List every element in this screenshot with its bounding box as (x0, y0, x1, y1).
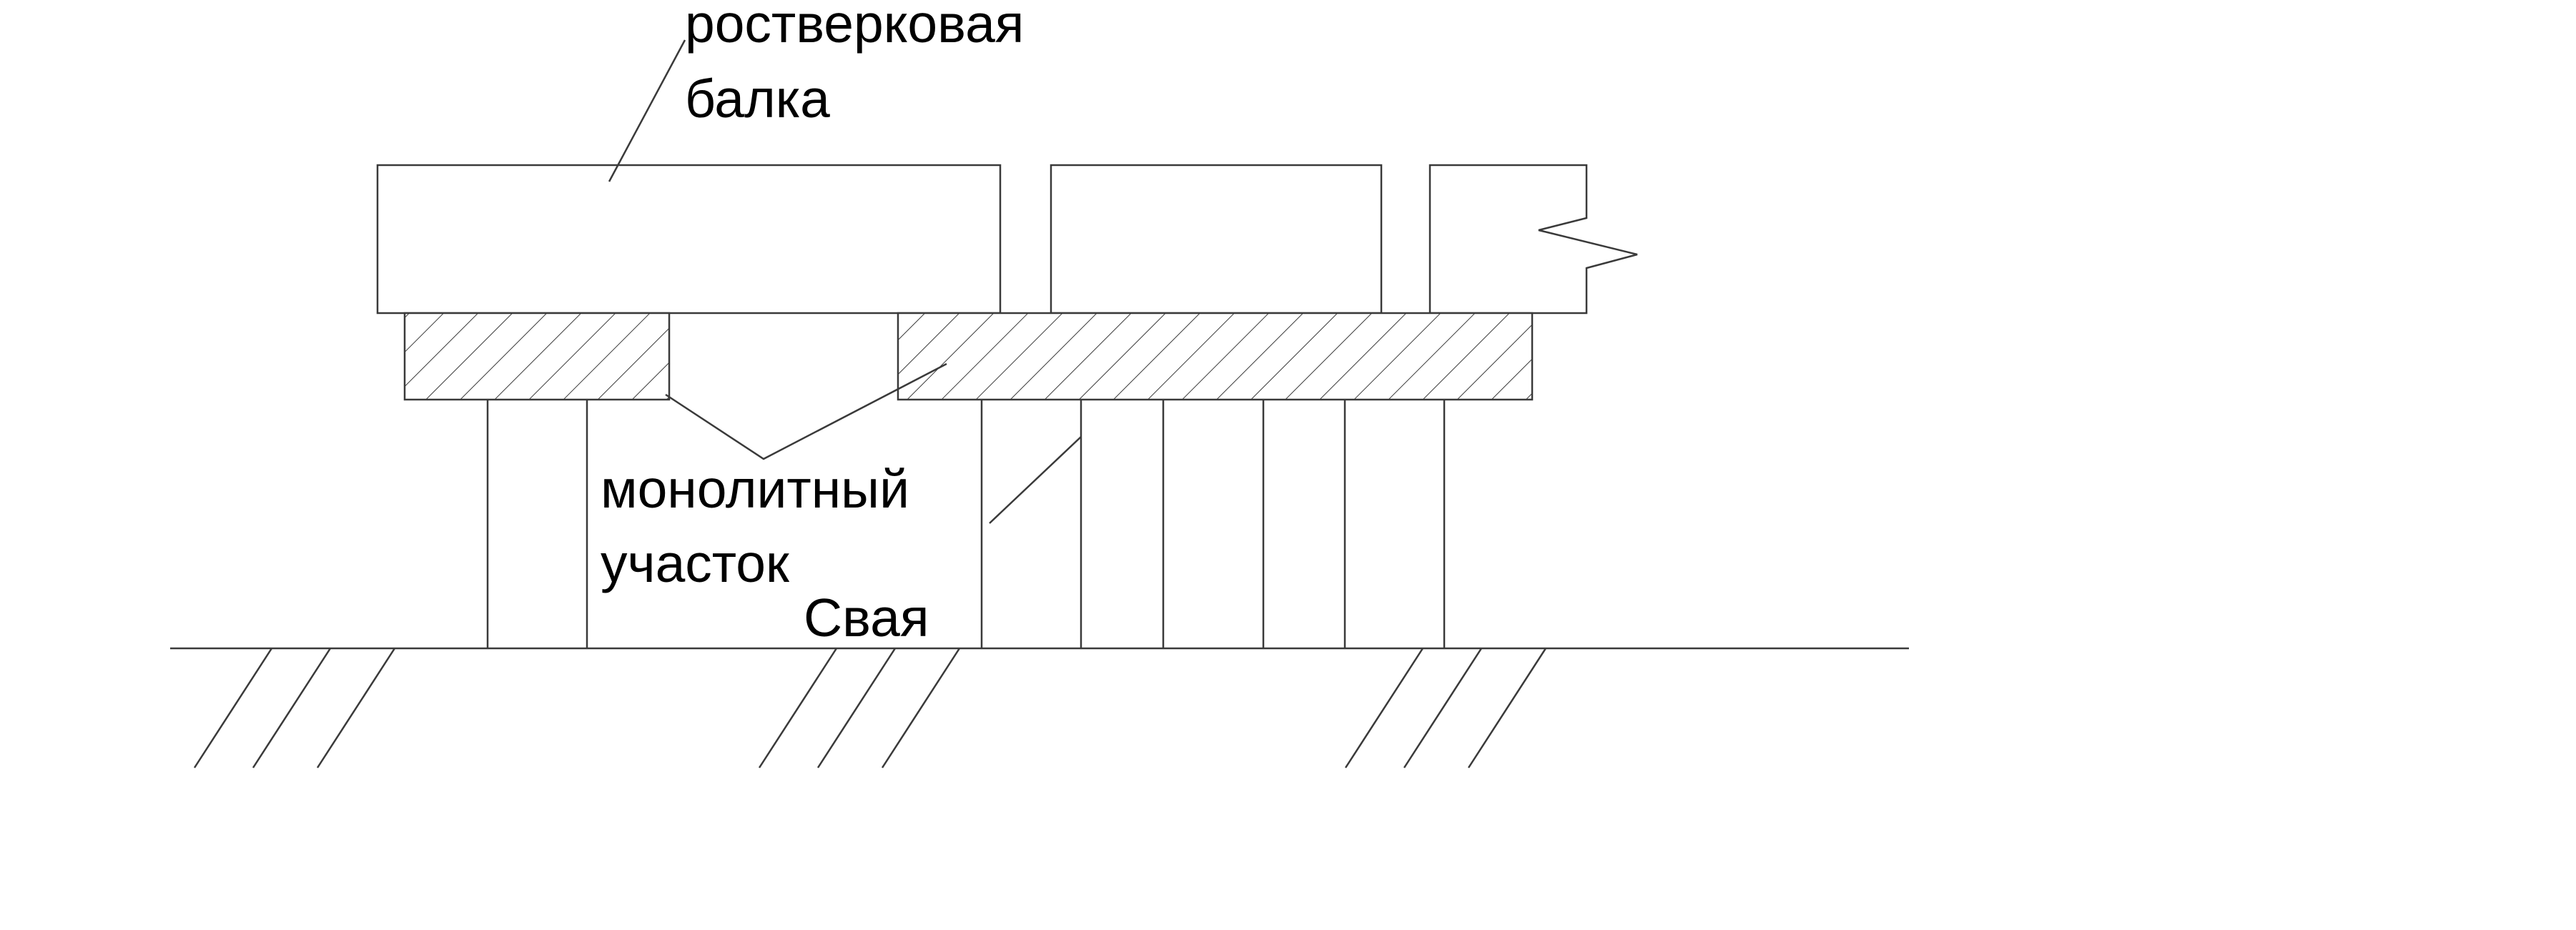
grillage-beam-2 (1050, 164, 1383, 315)
leader-pile (989, 436, 1082, 524)
grillage-beam-label-line-2: балка (685, 69, 830, 129)
monolithic-section-label-line-2: участок (601, 533, 790, 593)
leader-monolithic-section (665, 362, 947, 460)
pile-label: Свая (804, 588, 929, 648)
monolithic-section-1 (403, 312, 671, 401)
ground-hatching (193, 648, 1547, 768)
grillage-beam-label: ростверковая балка (685, 0, 1039, 129)
grillage-beam-3-break (1428, 164, 1638, 315)
monolithic-section-2 (897, 312, 1534, 401)
monolithic-section-label: монолитный участок (601, 459, 924, 593)
grillage-beam-1 (376, 164, 1002, 315)
grillage-beam-label-line-1: ростверковая (685, 0, 1024, 54)
leader-grillage-beam (608, 39, 686, 182)
monolithic-section-label-line-1: монолитный (601, 459, 909, 519)
